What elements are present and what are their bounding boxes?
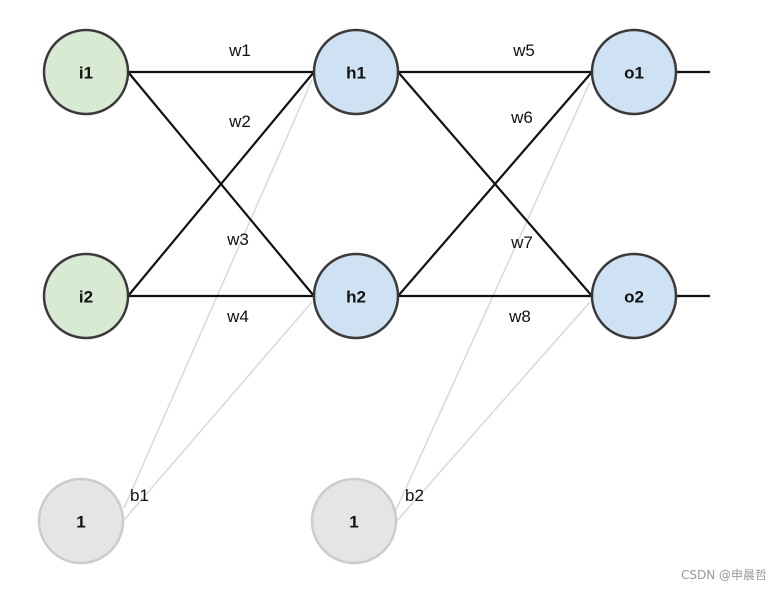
edge-bias1-h2: [123, 301, 313, 521]
weight-label-w1: w1: [228, 41, 251, 60]
weight-label-w8: w8: [508, 307, 531, 326]
weight-labels: w1 w2 w3 w4 w5 w6 w7 w8: [226, 41, 535, 326]
edge-h2-o1: [397, 71, 593, 297]
node-h1-circle: [312, 28, 400, 116]
node-h1-label: h1: [346, 64, 366, 83]
node-bias1-label: 1: [76, 513, 85, 532]
node-o2-label: o2: [624, 288, 644, 307]
bias-label-b2: b2: [405, 486, 424, 505]
node-bias2-circle: [310, 477, 398, 565]
edge-bias1-h1: [123, 79, 313, 509]
edge-bias2-o2: [395, 301, 591, 523]
nodes: [37, 28, 678, 565]
node-h2-label: h2: [346, 288, 366, 307]
weight-label-w3: w3: [226, 230, 249, 249]
weight-label-w7: w7: [510, 233, 533, 252]
node-i2-circle: [42, 252, 130, 340]
weight-label-w4: w4: [226, 307, 249, 326]
node-i1-circle: [42, 28, 130, 116]
bias-label-b1: b1: [130, 486, 149, 505]
node-o1-label: o1: [624, 64, 644, 83]
weight-label-w6: w6: [510, 108, 533, 127]
watermark: CSDN @申晨哲: [680, 568, 767, 582]
node-i2-label: i2: [79, 288, 93, 307]
node-o2-circle: [590, 252, 678, 340]
node-labels: i1 i2 h1 h2 o1 o2 1 1: [76, 64, 644, 532]
node-o1-circle: [590, 28, 678, 116]
node-bias2-label: 1: [349, 513, 358, 532]
node-h2-circle: [312, 252, 400, 340]
weight-label-w2: w2: [228, 112, 251, 131]
node-bias1-circle: [37, 477, 125, 565]
node-i1-label: i1: [79, 64, 93, 83]
weight-label-w5: w5: [512, 41, 535, 60]
edge-i2-h1: [127, 71, 315, 297]
weight-edges: [127, 70, 710, 298]
